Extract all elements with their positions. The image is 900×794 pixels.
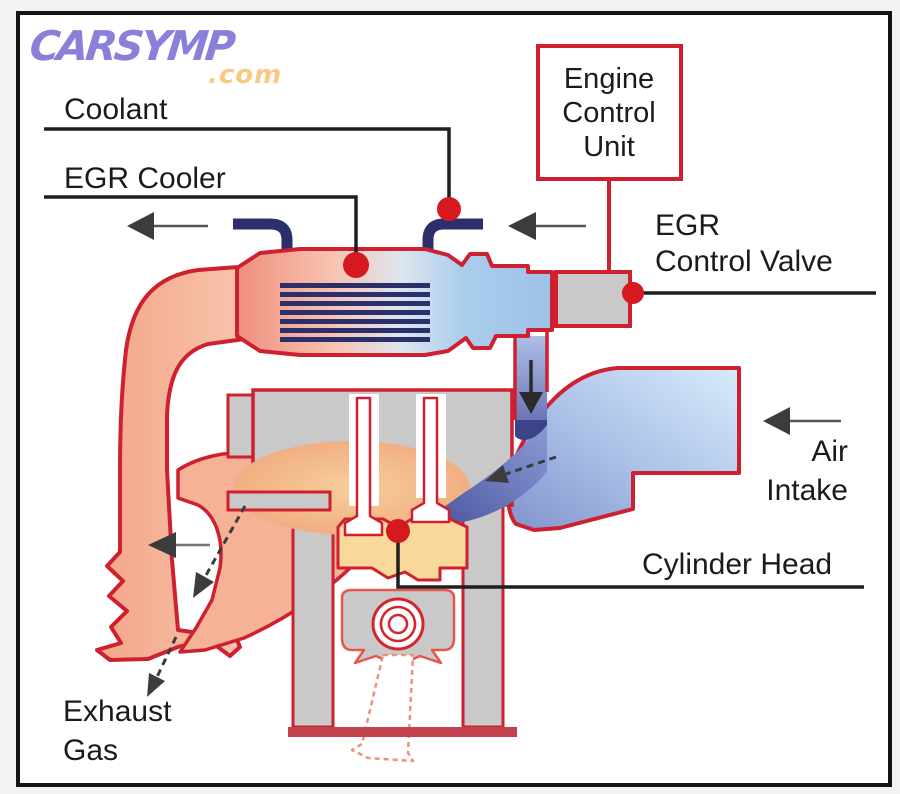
intake-charge-arrow [485,455,557,483]
egr-control-valve-body [554,270,632,328]
egr-cooler-label: EGR Cooler [64,162,226,195]
intake-valve [410,396,451,524]
egr-valve-label-line1: EGR [655,209,720,242]
logo-tld-text: .com [208,60,283,90]
exhaust-valve [343,396,384,537]
ecu-label-line2: Control [562,97,656,129]
egr-valve-label-line2: Control Valve [655,245,833,278]
coolant-label: Coolant [64,93,168,126]
air-intake-label-line1: Air [811,435,848,468]
exhaust-downpipe [95,264,254,662]
exhaust-flow-arrow [193,505,247,598]
coolant-pipe-right [422,218,483,282]
exhaust-out-arrow [147,636,178,697]
air-intake-label-line2: Intake [766,474,848,507]
cylinder-wall-right [461,503,505,729]
egr-gas-down-arrow [519,360,543,414]
coolant-callout-dot [437,197,461,221]
block-bottom-rail [288,727,517,737]
cylinder-head-label: Cylinder Head [642,548,832,581]
egr-valve-callout-dot [622,282,644,304]
exhaust-gas-label-line2: Gas [63,734,118,767]
connecting-rod [350,653,415,763]
coolant-callout-line [44,127,451,200]
cylinder-wall-left [291,503,335,729]
exhaust-port-wall [226,490,332,512]
ecu-label-line1: Engine [564,63,654,95]
exhaust-gas-label-line1: Exhaust [63,695,172,728]
cylinder-head-callout-line [396,540,864,589]
egr-cooler-fins [280,283,430,342]
egr-cooler-callout-line [44,195,358,256]
egr-cooler-callout-dot [343,252,369,278]
intake-port-gas [437,418,547,524]
coolant-out-arrow [127,212,208,240]
coolant-pipe-left [233,218,293,286]
wrist-pin-inner [387,613,409,635]
air-intake-arrow [763,407,841,435]
coolant-in-arrow [508,212,586,240]
exhaust-branch-arrow [148,532,210,558]
wrist-pin-mid [379,605,417,643]
cylinder-head-left-tab [226,393,257,459]
ecu-label-line3: Unit [583,131,635,163]
site-logo: CARSYMP .com [27,22,300,90]
cylinder-head-callout-dot [386,519,410,543]
ecu-box [536,44,683,181]
